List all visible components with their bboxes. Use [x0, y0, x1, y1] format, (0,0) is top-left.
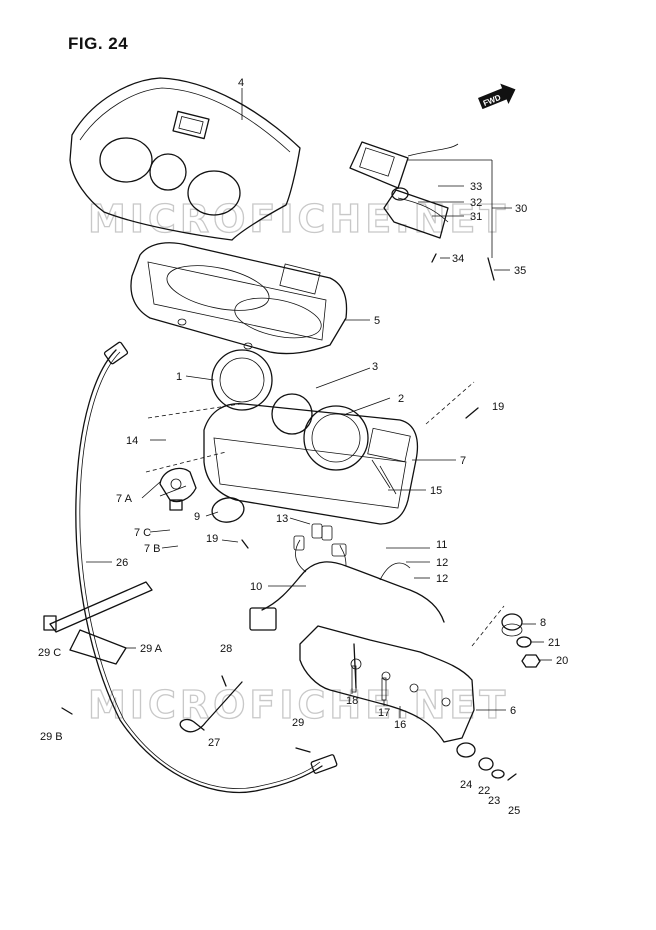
washer-21-part: [516, 636, 532, 648]
figure-title: FIG. 24: [68, 34, 129, 53]
callout-29: 29: [292, 717, 304, 729]
meter-case-part: [203, 349, 419, 525]
watermark-bottom: MICROFICHE.NET: [88, 683, 509, 727]
callout-28: 28: [220, 643, 232, 655]
callout-20: 20: [556, 655, 568, 667]
callout-5: 5: [374, 315, 380, 327]
callout-6: 6: [510, 705, 516, 717]
callout-13: 13: [276, 513, 288, 525]
clamp-27-part: [179, 681, 243, 733]
callout-4: 4: [238, 77, 244, 89]
callout-29b: 29 B: [40, 731, 63, 743]
exploded-view-lines: [145, 381, 505, 647]
callout-35: 35: [514, 265, 526, 277]
callout-8: 8: [540, 617, 546, 629]
washer-23-part: [491, 769, 505, 779]
callout-12b: 12: [436, 573, 448, 585]
bracket-7a-part: [159, 467, 197, 511]
callout-31: 31: [470, 211, 482, 223]
grommet-8-part: [501, 613, 523, 637]
callout-32: 32: [470, 197, 482, 209]
callout-7a: 7 A: [116, 493, 133, 505]
callout-16: 16: [394, 719, 406, 731]
grommet-24-part: [456, 742, 476, 758]
callout-11: 11: [436, 539, 447, 551]
callout-18: 18: [346, 695, 358, 707]
callout-27: 27: [208, 737, 220, 749]
collar-22-part: [478, 757, 494, 771]
fwd-arrow-icon: FWD: [478, 83, 516, 110]
callout-9: 9: [194, 511, 200, 523]
callout-29c: 29 C: [38, 647, 61, 659]
cable-clamp-part: [43, 581, 153, 665]
callout-12a: 12: [436, 557, 448, 569]
wire-harness-part: [249, 523, 445, 631]
callout-14: 14: [126, 435, 138, 447]
callout-19a: 19: [492, 401, 504, 413]
screw-icon: [61, 253, 517, 781]
callout-24: 24: [460, 779, 472, 791]
speedometer-cable-part: [75, 341, 338, 794]
callout-19b: 19: [206, 533, 218, 545]
callout-7: 7: [460, 455, 466, 467]
leader-lines: [86, 88, 552, 718]
callout-26: 26: [116, 557, 128, 569]
callout-10: 10: [250, 581, 262, 593]
callout-30: 30: [515, 203, 527, 215]
callout-21: 21: [548, 637, 560, 649]
callout-33: 33: [470, 181, 482, 193]
rubber-cover-part: [211, 497, 245, 523]
meter-cover-part: [69, 77, 301, 241]
watermark-top: MICROFICHE.NET: [88, 197, 509, 241]
callout-2: 2: [398, 393, 404, 405]
clock-module-part: [349, 141, 459, 239]
callout-34: 34: [452, 253, 464, 265]
callout-1: 1: [176, 371, 182, 383]
callout-7b: 7 B: [144, 543, 161, 555]
gauge-housing-part: [130, 242, 348, 355]
callout-29a: 29 A: [140, 643, 163, 655]
nut-20-part: [521, 654, 541, 668]
callout-25: 25: [508, 805, 520, 817]
callout-22: 22: [478, 785, 490, 797]
callout-23: 23: [488, 795, 500, 807]
lower-plate-part: [299, 625, 475, 743]
callout-15: 15: [430, 485, 442, 497]
callout-7c: 7 C: [134, 527, 151, 539]
callout-17: 17: [378, 707, 390, 719]
fwd-label: FWD: [482, 93, 502, 108]
callout-labels: 4 33 32 30 31 34 35 5 3 1 2 19 14 7 7 A …: [38, 77, 568, 817]
callout-3: 3: [372, 361, 378, 373]
